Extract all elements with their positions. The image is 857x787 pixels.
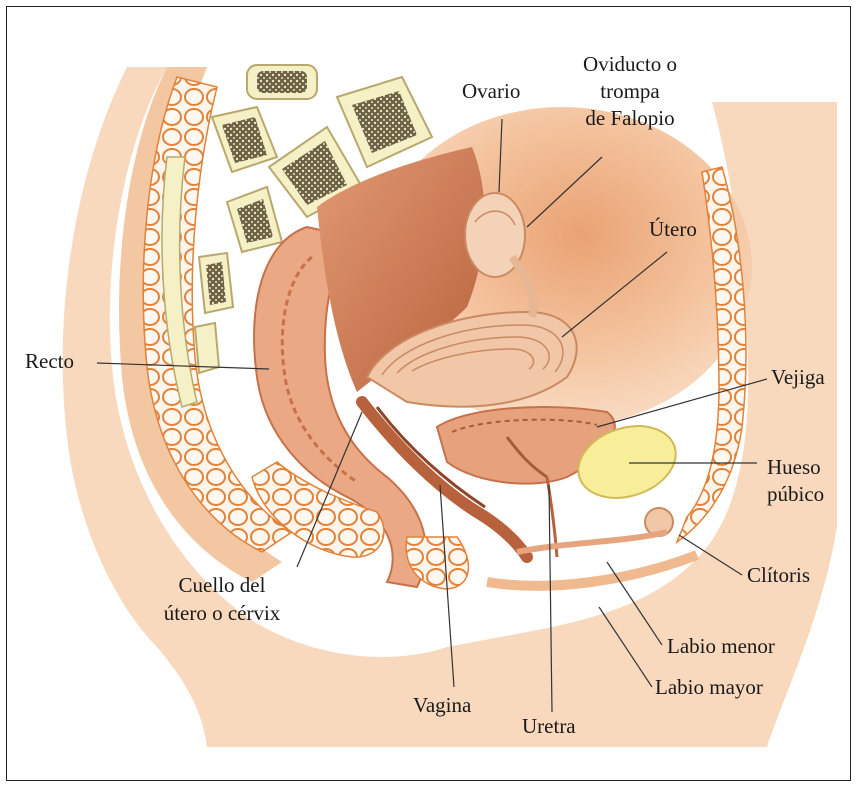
label-hueso-line2: púbico xyxy=(767,482,824,507)
label-hueso-line1: Hueso xyxy=(767,455,821,480)
labia-minor xyxy=(517,532,667,552)
label-uretra: Uretra xyxy=(522,714,576,739)
label-ovario: Ovario xyxy=(462,79,520,104)
label-utero: Útero xyxy=(649,217,697,242)
label-vejiga: Vejiga xyxy=(771,365,825,390)
label-oviducto-line3: de Falopio xyxy=(565,106,695,131)
diagram-frame: Ovario Oviducto o trompa de Falopio Úter… xyxy=(6,6,851,781)
label-cuello-line1: Cuello del xyxy=(147,573,297,598)
label-recto: Recto xyxy=(25,349,74,374)
female-reproductive-anatomy-illustration xyxy=(7,7,852,782)
label-labio-menor: Labio menor xyxy=(667,634,775,659)
label-oviducto-line2: trompa xyxy=(565,79,695,104)
labia-major xyxy=(487,555,697,586)
label-labio-mayor: Labio mayor xyxy=(655,675,763,700)
label-cuello-line2: útero o cérvix xyxy=(147,601,297,626)
label-clitoris: Clítoris xyxy=(747,563,810,588)
label-vagina: Vagina xyxy=(413,693,471,718)
label-oviducto-line1: Oviducto o xyxy=(565,52,695,77)
